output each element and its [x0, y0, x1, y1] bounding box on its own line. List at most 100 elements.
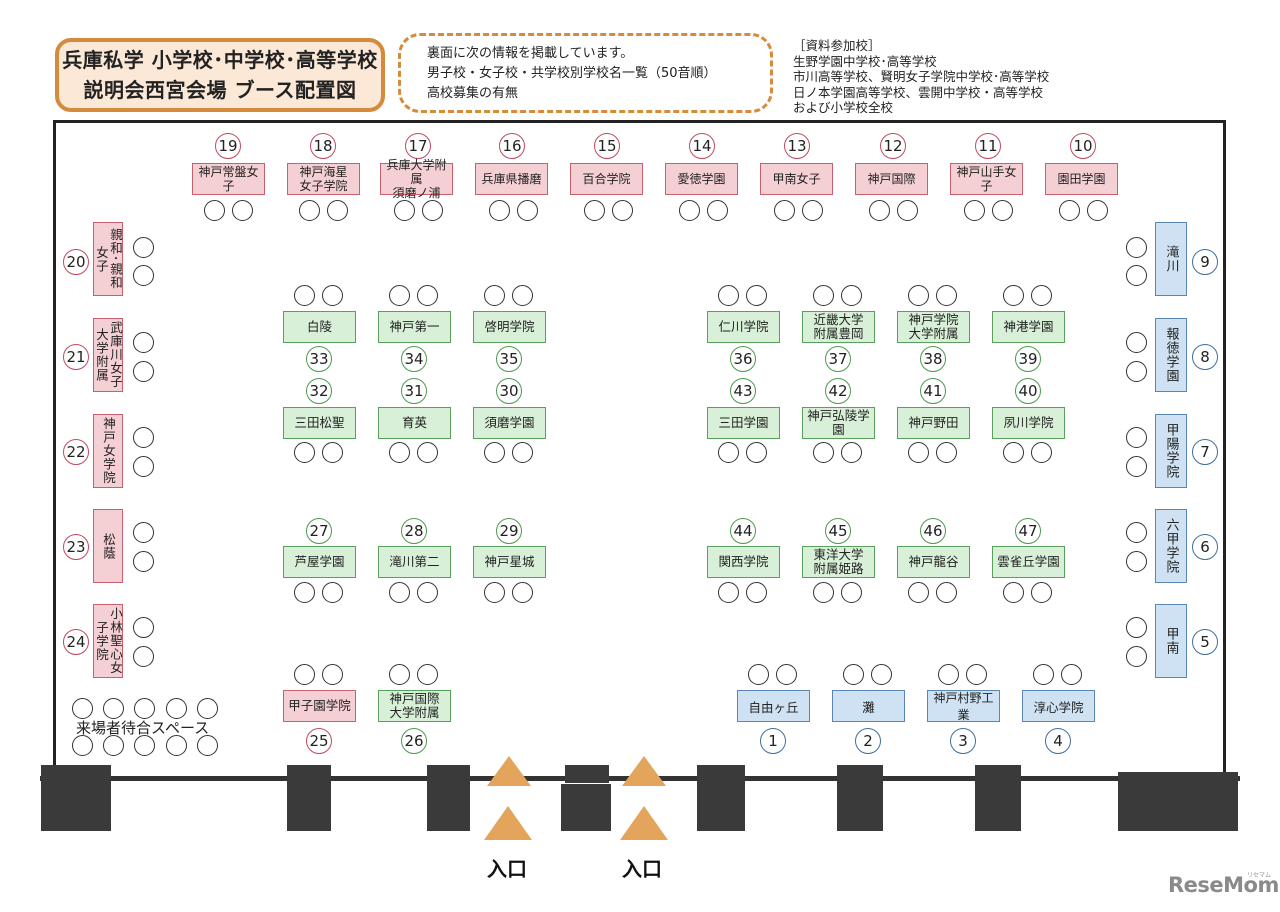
seat [1126, 456, 1147, 477]
booth-12: 神戸国際 [855, 163, 928, 195]
pillar [427, 765, 470, 831]
resemom-logo-sub: リセマム [1247, 872, 1272, 879]
booth-number-24: 24 [63, 629, 89, 655]
booth-number-18: 18 [310, 133, 336, 159]
booth-name: 神戸龍谷 [908, 554, 959, 569]
booth-20: 親和･親和女子 [93, 222, 123, 296]
booth-number-33: 33 [306, 346, 332, 372]
waiting-seat [103, 698, 124, 719]
seat [936, 582, 957, 603]
seat [1031, 285, 1052, 306]
booth-33: 白陵 [283, 311, 356, 343]
booth-name: 兵庫県播磨 [481, 172, 542, 186]
reference-line: および小学校全校 [793, 100, 894, 115]
booth-number-28: 28 [401, 518, 427, 544]
booth-30: 須磨学園 [473, 407, 546, 439]
seat [294, 442, 315, 463]
booth-7: 甲陽学院 [1155, 414, 1187, 488]
booth-45: 東洋大学附属姫路 [802, 546, 875, 578]
booth-name: 滝川 [1163, 245, 1179, 273]
reference-line: 市川高等学校、賢明女子学院中学校･高等学校 [793, 69, 1050, 84]
info-box: 裏面に次の情報を掲載しています。 男子校・女子校・共学校別学校名一覧（50音順）… [398, 33, 773, 113]
waiting-seat [166, 735, 187, 756]
booth-name: 近畿大学 [813, 312, 864, 327]
booth-name-line2: 須磨ノ浦 [392, 186, 441, 200]
seat [1087, 200, 1108, 221]
booth-number-26: 26 [401, 728, 427, 754]
booth-5: 甲南 [1155, 604, 1187, 678]
booth-number-1: 1 [760, 728, 786, 754]
booth-number-40: 40 [1015, 378, 1041, 404]
waiting-seat [197, 698, 218, 719]
seat [1031, 442, 1052, 463]
booth-name: 甲子園学院 [288, 698, 351, 713]
booth-number-20: 20 [63, 249, 89, 275]
pillar [287, 765, 331, 831]
booth-name: 甲陽学院 [1163, 423, 1179, 479]
booth-name: 神戸女学院 [101, 417, 116, 485]
booth-number-37: 37 [825, 346, 851, 372]
info-line-1: 裏面に次の情報を掲載しています。 [427, 46, 634, 61]
booth-23: 松蔭 [93, 509, 123, 583]
entrance-arrow-icon [487, 756, 531, 786]
booth-name: 神戸常盤女子 [198, 165, 259, 193]
booth-name: 夙川学院 [1003, 415, 1054, 430]
entrance-arrow-icon [484, 806, 532, 840]
seat [484, 442, 505, 463]
booth-number-9: 9 [1192, 249, 1218, 275]
seat [133, 522, 154, 543]
seat [133, 646, 154, 667]
booth-name: 三田学園 [718, 415, 769, 430]
booth-number-16: 16 [499, 133, 525, 159]
seat [294, 582, 315, 603]
booth-number-42: 42 [825, 378, 851, 404]
booth-number-6: 6 [1192, 534, 1218, 560]
booth-22: 神戸女学院 [93, 414, 123, 488]
booth-name: 甲南女子 [772, 172, 821, 186]
entrance-arrow-icon [622, 756, 666, 786]
seat [1031, 582, 1052, 603]
booth-name: 神戸弘陵学園 [807, 408, 870, 437]
waiting-seat [197, 735, 218, 756]
seat [841, 442, 862, 463]
booth-number-10: 10 [1070, 133, 1096, 159]
booth-name: 神戸海星 [299, 165, 348, 179]
reference-line: 日ノ本学園高等学校、雲開中学校・高等学校 [793, 84, 1044, 100]
seat [322, 285, 343, 306]
booth-name: 自由ヶ丘 [748, 699, 799, 715]
seat [484, 582, 505, 603]
seat [612, 200, 633, 221]
seat [908, 582, 929, 603]
seat [813, 582, 834, 603]
booth-number-14: 14 [689, 133, 715, 159]
booth-number-31: 31 [401, 378, 427, 404]
seat [813, 285, 834, 306]
booth-36: 仁川学院 [707, 311, 780, 343]
booth-name: 兵庫大学附属 [386, 158, 447, 186]
booth-name: 淳心学院 [1033, 699, 1084, 715]
booth-47: 雲雀丘学園 [992, 546, 1065, 578]
booth-15: 百合学院 [570, 163, 643, 195]
booth-13: 甲南女子 [760, 163, 833, 195]
booth-name: 灘 [862, 699, 875, 715]
seat [417, 582, 438, 603]
booth-9: 滝川 [1155, 222, 1187, 296]
booth-46: 神戸龍谷 [897, 546, 970, 578]
booth-26: 神戸国際大学附属 [378, 690, 451, 722]
booth-3: 神戸村野工業 [927, 690, 1000, 722]
booth-number-12: 12 [880, 133, 906, 159]
seat [1126, 237, 1147, 258]
booth-name: 神戸星城 [484, 554, 535, 569]
seat [133, 427, 154, 448]
booth-42: 神戸弘陵学園 [802, 407, 875, 439]
booth-35: 啓明学院 [473, 311, 546, 343]
resemom-logo: ReseMom [1168, 873, 1279, 897]
booth-number-47: 47 [1015, 518, 1041, 544]
booth-name: 関西学院 [718, 554, 769, 569]
pillar [41, 765, 111, 831]
booth-name: 園田学園 [1057, 172, 1106, 186]
booth-number-39: 39 [1015, 346, 1041, 372]
seat [1126, 646, 1147, 667]
booth-name: 六甲学院 [1163, 518, 1179, 574]
seat [802, 200, 823, 221]
